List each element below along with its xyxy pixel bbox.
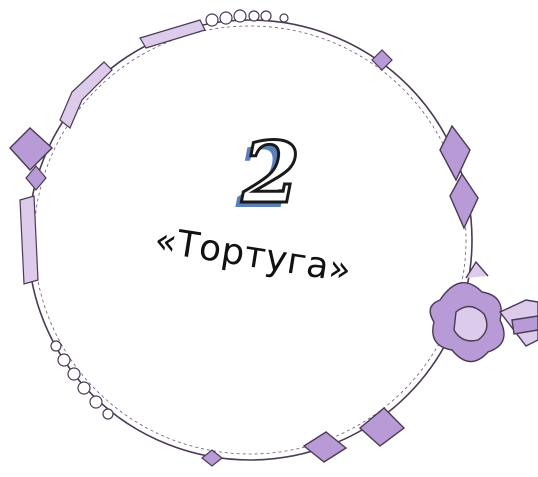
flower-ornament	[429, 260, 505, 363]
ornament-band-top	[139, 19, 206, 49]
crystal-icon	[9, 127, 54, 172]
bead-chain-bottom-left	[50, 340, 114, 420]
crystal-icon-bottom	[302, 431, 348, 463]
ornament-band-left	[19, 195, 39, 285]
crystal-icon-top-right	[371, 49, 393, 71]
magnifying-glass-handle	[498, 299, 538, 347]
crystal-icon-right-lower	[449, 172, 479, 230]
chapter-number: 2	[240, 123, 301, 222]
magnifying-glass-ring-inner	[33, 25, 467, 455]
bead-chain-top	[205, 9, 289, 27]
crystal-icon-bottom-right	[358, 407, 406, 447]
crystal-icon-bottom-small	[201, 449, 223, 467]
ornament-band-top-left	[59, 61, 113, 129]
crystal-icon-small	[25, 165, 47, 191]
crystal-icon-right-upper	[439, 124, 471, 182]
